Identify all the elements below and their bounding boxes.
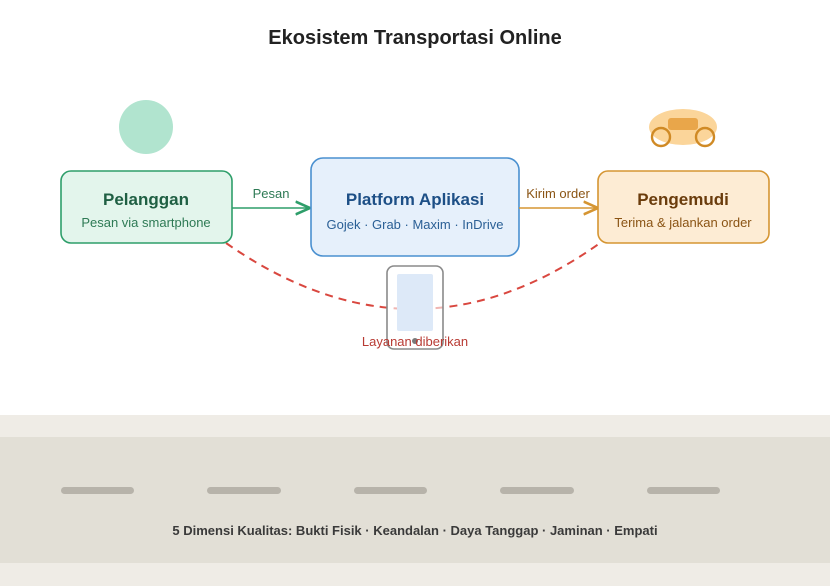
- lane-mark: [500, 487, 574, 494]
- order-edge: Pesan: [232, 186, 310, 208]
- customer-node: Pelanggan Pesan via smartphone: [60, 170, 233, 244]
- page-title: Ekosistem Transportasi Online: [268, 27, 561, 49]
- road-band: 5 Dimensi Kualitas: Bukti Fisik · Keanda…: [0, 415, 830, 586]
- lane-mark: [207, 487, 281, 494]
- lane-mark: [647, 487, 720, 494]
- customer-title: Pelanggan: [103, 190, 189, 209]
- driver-subtitle: Terima & jalankan order: [614, 215, 752, 230]
- scooter-icon: [649, 109, 717, 148]
- service-edge-label: Layanan diberikan: [362, 334, 468, 349]
- lane-mark: [354, 487, 427, 494]
- person-icon: [119, 100, 173, 154]
- customer-subtitle: Pesan via smartphone: [81, 215, 210, 230]
- driver-node: Pengemudi Terima & jalankan order: [597, 170, 770, 244]
- dispatch-edge: Kirim order: [519, 186, 598, 208]
- platform-node: Platform Aplikasi Gojek · Grab · Maxim ·…: [310, 157, 520, 257]
- dispatch-edge-label: Kirim order: [526, 186, 590, 201]
- order-edge-label: Pesan: [253, 186, 290, 201]
- smartphone-icon: [386, 265, 444, 350]
- lane-mark: [61, 487, 134, 494]
- platform-title: Platform Aplikasi: [346, 190, 484, 209]
- platform-subtitle: Gojek · Grab · Maxim · InDrive: [327, 217, 504, 232]
- driver-title: Pengemudi: [637, 190, 729, 209]
- quality-dimensions-caption: 5 Dimensi Kualitas: Bukti Fisik · Keanda…: [172, 523, 657, 538]
